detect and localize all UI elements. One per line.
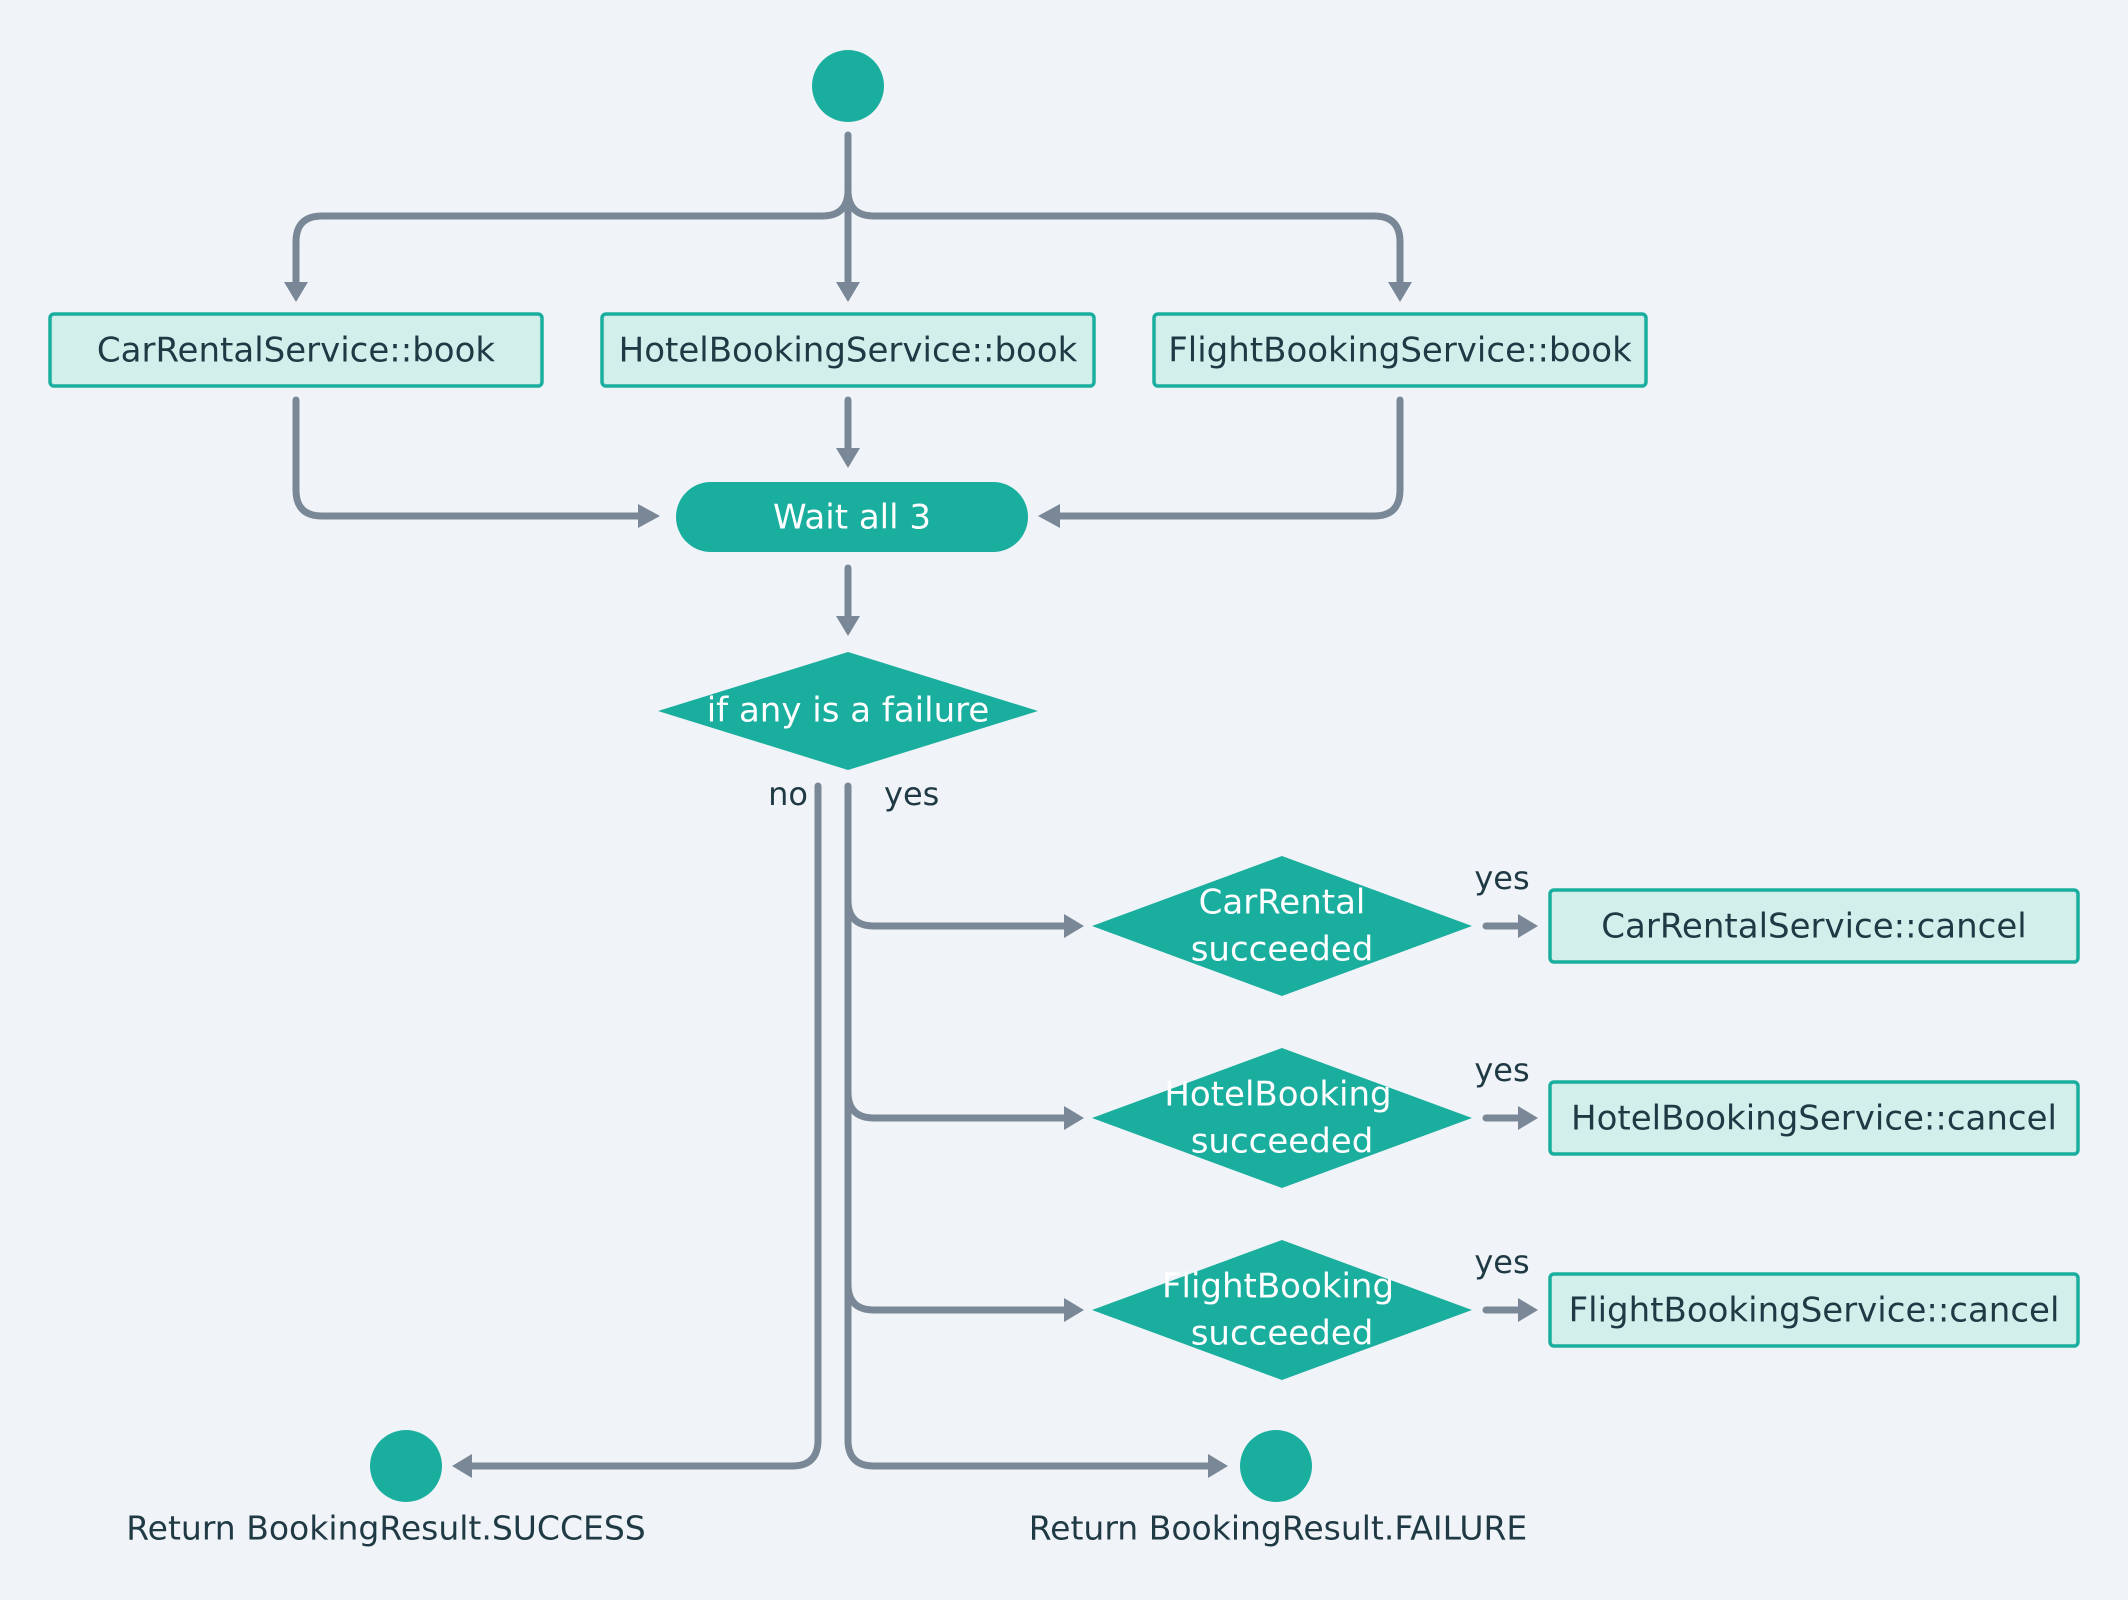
task-flight-booking-book: FlightBookingService::book [1152, 312, 1648, 388]
arrowhead-to-success-end [452, 1454, 472, 1478]
decision-any-failure: if any is a failure [658, 652, 1038, 770]
check-car-rental-line1: CarRental [1199, 883, 1366, 923]
edge-yes-flight-check [844, 1280, 1070, 1314]
task-car-rental-book: CarRentalService::book [48, 312, 544, 388]
end-node-failure [1240, 1430, 1312, 1502]
join-wait-all: Wait all 3 [676, 482, 1028, 552]
arrowhead-to-flight-check [1064, 1298, 1084, 1322]
join-wait-all-label: Wait all 3 [773, 498, 931, 538]
arrowhead-flight-to-join [1038, 504, 1060, 528]
task-car-rental-cancel: CarRentalService::cancel [1548, 888, 2080, 964]
arrowhead-to-car-book [284, 282, 308, 302]
check-flight-booking-line2: succeeded [1191, 1314, 1374, 1354]
edge-flight-join [1054, 396, 1404, 520]
edge-fork-flight [844, 186, 1404, 290]
edge-car-join [292, 396, 644, 520]
arrowhead-to-hotel-check [1064, 1106, 1084, 1130]
task-hotel-booking-cancel-label: HotelBookingService::cancel [1571, 1099, 2057, 1139]
task-hotel-booking-book: HotelBookingService::book [600, 312, 1096, 388]
task-flight-booking-cancel-label: FlightBookingService::cancel [1569, 1291, 2060, 1331]
check-car-rental-line2: succeeded [1191, 930, 1374, 970]
edges [292, 131, 1524, 1470]
check-hotel-booking-line1: HotelBooking [1164, 1075, 1391, 1115]
edge-no-branch [466, 782, 822, 1470]
check-flight-booking-succeeded: FlightBooking succeeded [1092, 1240, 1472, 1380]
edge-fork-car [292, 186, 852, 290]
end-node-success [370, 1430, 442, 1502]
task-flight-booking-book-label: FlightBookingService::book [1168, 331, 1632, 371]
task-car-rental-book-label: CarRentalService::book [97, 331, 495, 371]
task-flight-booking-cancel: FlightBookingService::cancel [1548, 1272, 2080, 1348]
arrowhead-to-hotel-book [836, 282, 860, 302]
arrowhead-to-flight-cancel [1518, 1298, 1538, 1322]
decision-any-failure-label: if any is a failure [707, 691, 990, 731]
edge-yes-car-check [844, 896, 1070, 930]
check-hotel-booking-line2: succeeded [1191, 1122, 1374, 1162]
arrowhead-to-decision [836, 616, 860, 636]
arrowhead-to-car-cancel [1518, 914, 1538, 938]
arrowhead-car-to-join [638, 504, 660, 528]
task-car-rental-cancel-label: CarRentalService::cancel [1601, 907, 2026, 947]
check-car-rental-succeeded: CarRental succeeded [1092, 856, 1472, 996]
arrowheads [284, 282, 1538, 1478]
yes-label-hotel: yes [1474, 1051, 1529, 1089]
branch-no-label: no [768, 775, 808, 813]
arrowhead-to-failure-end [1208, 1454, 1228, 1478]
edge-yes-branch [844, 782, 1214, 1470]
edge-yes-hotel-check [844, 1088, 1070, 1122]
yes-label-flight: yes [1474, 1243, 1529, 1281]
branch-yes-label: yes [884, 775, 939, 813]
arrowhead-to-hotel-cancel [1518, 1106, 1538, 1130]
arrowhead-to-flight-book [1388, 282, 1412, 302]
arrowhead-hotel-to-join [836, 448, 860, 468]
start-node [812, 50, 884, 122]
end-success-label: Return BookingResult.SUCCESS [126, 1509, 646, 1548]
check-flight-booking-line1: FlightBooking [1162, 1267, 1394, 1307]
check-hotel-booking-succeeded: HotelBooking succeeded [1092, 1048, 1472, 1188]
end-failure-label: Return BookingResult.FAILURE [1029, 1509, 1528, 1548]
task-hotel-booking-book-label: HotelBookingService::book [619, 331, 1078, 371]
task-hotel-booking-cancel: HotelBookingService::cancel [1548, 1080, 2080, 1156]
yes-label-car: yes [1474, 859, 1529, 897]
arrowhead-to-car-check [1064, 914, 1084, 938]
